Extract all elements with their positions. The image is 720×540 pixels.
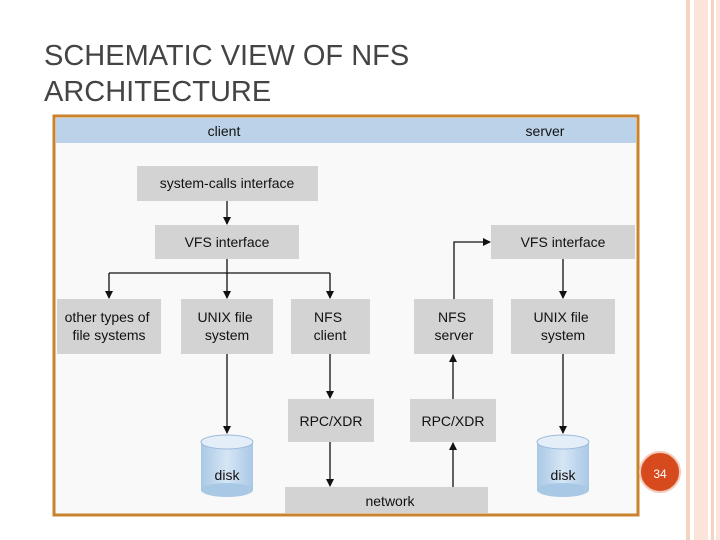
nfs-client-box xyxy=(291,299,370,354)
rpc-xdr-server-label: RPC/XDR xyxy=(421,413,484,429)
disk-client-label: disk xyxy=(215,467,241,483)
vfs-interface-client-box xyxy=(155,225,299,259)
other-fs-line-2: file systems xyxy=(72,327,145,343)
slide-number-badge: 34 xyxy=(639,451,681,493)
vfs-interface-server-box xyxy=(491,225,635,259)
unix-fs-client-label: UNIX file system xyxy=(197,309,256,343)
unix-fs-server-box xyxy=(511,299,615,354)
unix-fs-client-line-1: UNIX file xyxy=(197,309,252,325)
nfs-client-line-1: NFS xyxy=(314,309,342,325)
vfs-interface-client-label: VFS interface xyxy=(185,234,270,250)
decor-stripe xyxy=(716,0,720,540)
decor-stripe xyxy=(711,0,714,540)
nfs-client-label: NFS client xyxy=(314,309,347,343)
unix-fs-client-box xyxy=(181,299,273,354)
rpc-xdr-client-label: RPC/XDR xyxy=(299,413,362,429)
network-box xyxy=(285,487,488,513)
network-label: network xyxy=(365,493,415,509)
unix-fs-server-label: UNIX file system xyxy=(533,309,592,343)
unix-fs-server-line-2: system xyxy=(541,327,585,343)
disk-server-label: disk xyxy=(551,467,577,483)
system-calls-interface-label: system-calls interface xyxy=(160,175,295,191)
header-band xyxy=(56,118,636,143)
rpc-xdr-server-box xyxy=(410,399,496,442)
header-client: client xyxy=(208,123,241,139)
unix-fs-server-line-1: UNIX file xyxy=(533,309,588,325)
nfs-server-box xyxy=(414,299,493,354)
other-fs-box xyxy=(57,299,161,354)
nfs-client-line-2: client xyxy=(314,327,347,343)
nfs-server-line-1: NFS xyxy=(438,309,466,325)
decor-stripe xyxy=(686,0,690,540)
unix-fs-client-line-2: system xyxy=(205,327,249,343)
slide-title: SCHEMATIC VIEW OF NFS ARCHITECTURE xyxy=(44,40,410,108)
decor-stripe xyxy=(694,0,708,540)
vfs-interface-server-label: VFS interface xyxy=(521,234,606,250)
nfs-server-line-2: server xyxy=(435,327,474,343)
rpc-xdr-client-box xyxy=(288,399,374,442)
disk-server-icon xyxy=(536,434,590,497)
nfs-server-label: NFS server xyxy=(435,309,474,343)
system-calls-interface-box xyxy=(137,166,318,201)
other-fs-label: other types of file systems xyxy=(65,309,154,343)
other-fs-line-1: other types of xyxy=(65,309,150,325)
arrow-nfs-server-to-vfs-server xyxy=(453,238,491,299)
header-server: server xyxy=(526,123,565,139)
disk-client-icon xyxy=(200,434,254,497)
